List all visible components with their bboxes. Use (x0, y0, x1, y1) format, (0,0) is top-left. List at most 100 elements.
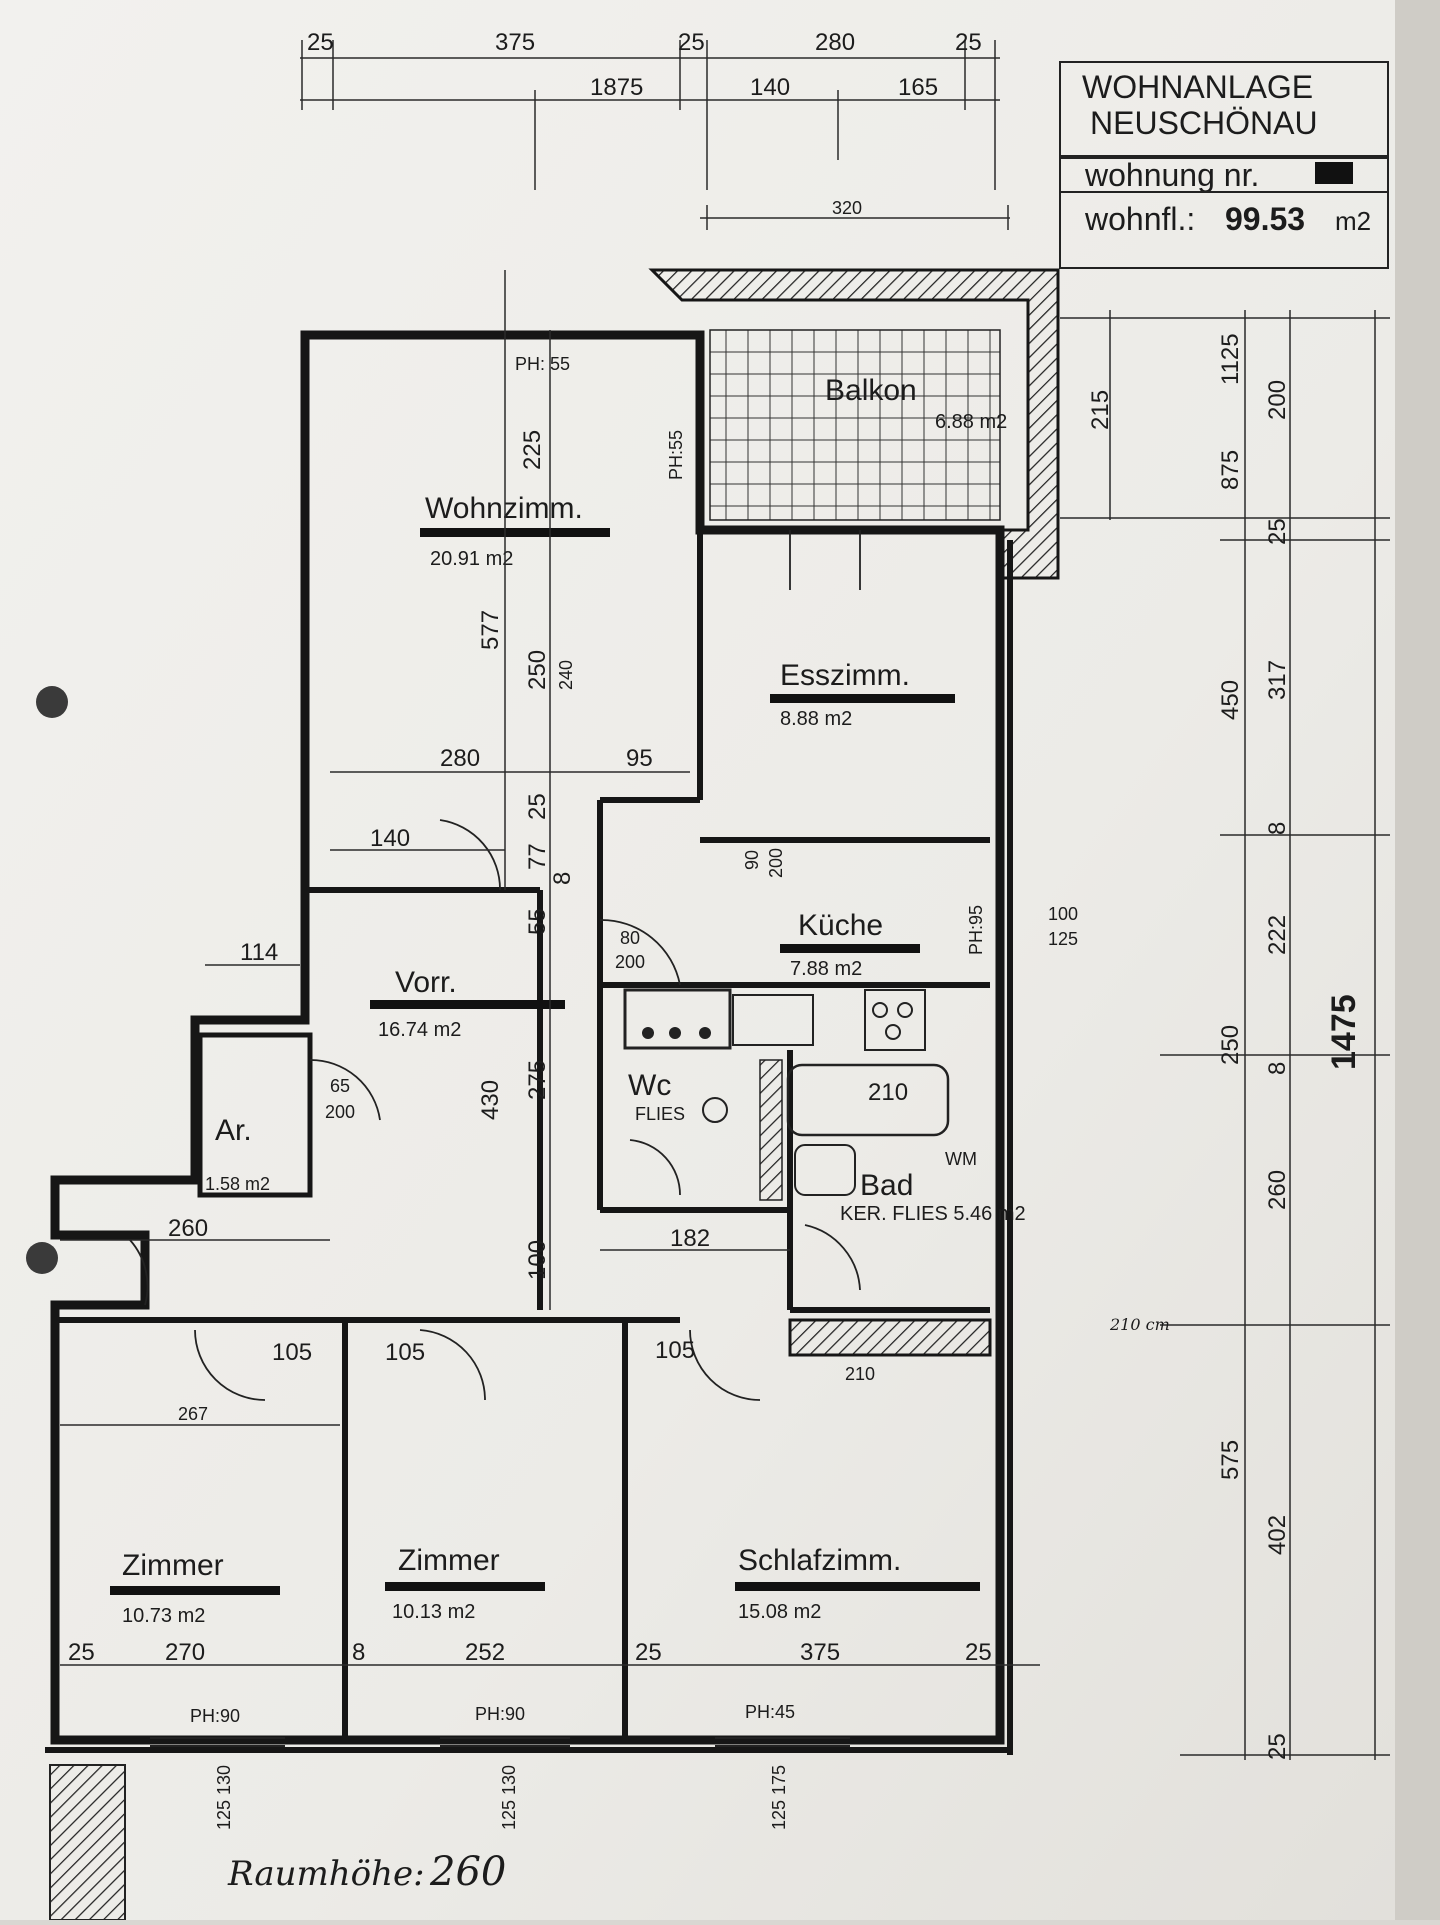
dim-right-4: 450 (1217, 680, 1244, 720)
room-area-esszimmer: 8.88 m2 (780, 708, 852, 730)
dim-interior-225: 225 (519, 430, 546, 470)
cooktop-icon (864, 989, 926, 1051)
room-area-wohnzimmer: 20.91 m2 (430, 548, 513, 570)
dim-right-5: 8 (1264, 822, 1291, 835)
dim-top-1: 25 (307, 29, 334, 56)
bottom-dimensions: 25 270 8 252 25 375 25 PH:90 PH:90 PH:45… (68, 1639, 992, 1830)
title-block: WOHNANLAGE NEUSCHÖNAU wohnung nr. wohnfl… (1059, 61, 1389, 269)
dim-right-inner-3: 222 (1264, 915, 1291, 955)
floor-area-unit: m2 (1335, 206, 1371, 236)
scribble-note: 210 cm (1109, 1315, 1170, 1334)
interior-dimensions: 225 577 250 280 95 140 25 77 8 55 430 27… (60, 270, 1078, 1666)
dim-bottom-1: 25 (68, 1639, 95, 1666)
room-area-bad: KER. FLIES 5.46 m2 (840, 1203, 1026, 1225)
dim-interior-280: 280 (440, 745, 480, 772)
paper (0, 0, 1395, 1920)
room-area-kueche: 7.88 m2 (790, 958, 862, 980)
dim-right-6: 250 (1217, 1025, 1244, 1065)
dim-interior-114: 114 (240, 939, 278, 966)
room-area-abstellraum: 1.58 m2 (205, 1174, 270, 1194)
dim-balcony-width: 320 (832, 198, 862, 218)
dim-bottom-7: 25 (965, 1639, 992, 1666)
dim-window-100: 100 (1048, 904, 1078, 924)
dim-interior-250: 250 (524, 650, 551, 690)
dim-interior-77: 77 (524, 843, 551, 870)
dim-door-200b: 200 (615, 952, 645, 972)
window-label-1: PH:90 (190, 1706, 240, 1726)
label-ph55-side: PH:55 (666, 430, 686, 480)
dim-interior-105c: 105 (655, 1337, 695, 1364)
room-area-zimmer-1: 10.73 m2 (122, 1605, 205, 1627)
room-name-zimmer-1: Zimmer (122, 1549, 224, 1582)
shaft (759, 1059, 783, 1201)
right-dimensions: 215 1125 875 25 450 8 250 8 575 25 200 3… (1060, 310, 1390, 1760)
unit-label: wohnung nr. (1084, 157, 1259, 193)
dim-interior-8: 8 (549, 872, 576, 885)
dim-top-2: 375 (495, 29, 535, 56)
dim-bottom-5: 25 (635, 1639, 662, 1666)
room-name-zimmer-2: Zimmer (398, 1544, 500, 1577)
dim-interior-100: 100 (524, 1240, 551, 1280)
dim-interior-430: 430 (477, 1080, 504, 1120)
punch-hole-icon (26, 1242, 58, 1274)
dim-kitchen-90: 90 (742, 850, 762, 870)
dim-interior-140: 140 (370, 825, 410, 852)
room-name-schlafzimmer: Schlafzimm. (738, 1544, 901, 1577)
project-name-line1: WOHNANLAGE (1082, 69, 1313, 105)
room-name-esszimmer: Esszimm. (780, 659, 910, 692)
sink-icon (732, 994, 814, 1046)
dim-interior-25: 25 (524, 793, 551, 820)
dim-right-1: 1125 (1217, 333, 1244, 385)
dim-interior-275: 275 (524, 1060, 551, 1100)
dim-right-inner-4: 260 (1264, 1170, 1291, 1210)
room-area-vorraum: 16.74 m2 (378, 1019, 461, 1041)
dim-top-8: 165 (898, 74, 938, 101)
dim-interior-260: 260 (168, 1215, 208, 1242)
floor-area-label: wohnfl.: (1084, 201, 1195, 237)
dim-right-inner-1: 200 (1264, 380, 1291, 420)
punch-hole-icon (36, 686, 68, 718)
window-label-3: PH:45 (745, 1702, 795, 1722)
dim-top-3: 25 (678, 29, 705, 56)
room-name-kueche: Küche (798, 909, 883, 942)
fixtures (623, 988, 950, 1201)
dim-interior-577: 577 (477, 610, 504, 650)
toilet-icon (702, 1097, 728, 1123)
dim-kitchen-200: 200 (766, 848, 786, 878)
room-name-wc: Wc (628, 1069, 671, 1102)
dim-interior-95: 95 (626, 745, 653, 772)
room-name-bad: Bad (860, 1169, 913, 1202)
dim-top-4: 280 (815, 29, 855, 56)
dim-interior-267: 267 (178, 1404, 208, 1424)
redacted-unit-number (1315, 162, 1353, 184)
dim-right-9: 25 (1264, 1733, 1291, 1760)
dim-interior-210: 210 (868, 1079, 908, 1106)
window-height-1: 125 130 (214, 1765, 234, 1830)
dim-bottom-2: 270 (165, 1639, 205, 1666)
dim-bottom-3: 8 (352, 1639, 365, 1666)
dim-top-5: 25 (955, 29, 982, 56)
ceiling-height-value: 260 (429, 1849, 506, 1895)
dim-interior-240: 240 (556, 660, 576, 690)
washbasin-icon (794, 1144, 856, 1196)
dim-interior-55: 55 (524, 908, 551, 935)
balcony-label: Balkon (825, 374, 917, 407)
window-height-3: 125 175 (769, 1765, 789, 1830)
dim-top-7: 140 (750, 74, 790, 101)
hatched-column (49, 1764, 126, 1921)
dim-top-6: 1875 (590, 74, 643, 101)
ceiling-height-label: Raumhöhe: (227, 1854, 425, 1894)
dim-door-80: 80 (620, 928, 640, 948)
project-name-line2: NEUSCHÖNAU (1090, 105, 1318, 141)
bathtub-icon (786, 1063, 950, 1137)
floor-area-value: 99.53 (1225, 201, 1305, 237)
dim-bottom-6: 375 (800, 1639, 840, 1666)
dim-right-7: 8 (1264, 1062, 1291, 1075)
paper-shadow (1395, 0, 1440, 1920)
room-name-abstellraum: Ar. (215, 1114, 252, 1147)
room-labels: Wohnzimm. 20.91 m2 Esszimm. 8.88 m2 Küch… (110, 492, 1026, 1627)
balcony-area: 6.88 m2 (935, 411, 1007, 433)
label-wm: WM (945, 1149, 977, 1169)
